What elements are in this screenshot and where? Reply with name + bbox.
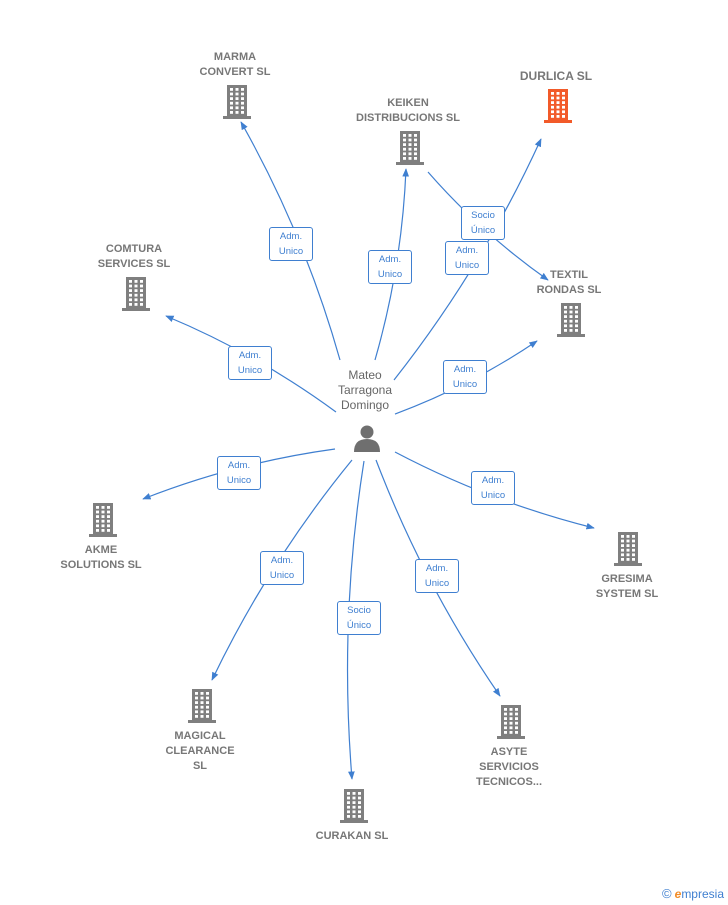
node-label-line: SYSTEM SL — [595, 588, 659, 600]
edge-role-label[interactable]: Adm. Unico — [228, 346, 272, 380]
edge-role-text: Unico — [237, 365, 263, 376]
edge-role-label[interactable]: Adm. Unico — [445, 241, 489, 275]
edge-role-label[interactable]: Adm. Unico — [471, 471, 515, 505]
edge-role-text: Adm. — [378, 254, 402, 265]
node-label-magical[interactable]: MAGICAL CLEARANCE SL — [165, 729, 234, 774]
node-label-keiken[interactable]: KEIKEN DISTRIBUCIONS SL — [356, 96, 460, 126]
node-label-curakan[interactable]: CURAKAN SL — [316, 829, 389, 844]
node-label-line: DISTRIBUCIONS SL — [356, 112, 460, 124]
node-label-line: TECNICOS... — [475, 776, 543, 788]
node-label-line: CURAKAN SL — [315, 830, 389, 842]
brand-name: mpresia — [681, 887, 724, 901]
node-label-gresima[interactable]: GRESIMA SYSTEM SL — [596, 572, 658, 602]
edge-role-text: Único — [346, 620, 372, 631]
node-label-line: AKME — [84, 544, 118, 556]
edge-role-text: Adm. — [455, 245, 479, 256]
building-icon-keiken[interactable] — [396, 131, 424, 165]
node-label-line: CLEARANCE — [165, 745, 235, 757]
center-name-line: Tarragona — [337, 383, 393, 397]
building-icon-textil[interactable] — [557, 303, 585, 337]
edge-role-text: Adm. — [453, 364, 477, 375]
node-label-line: KEIKEN — [387, 97, 429, 109]
node-label-durlica[interactable]: DURLICA SL — [520, 69, 592, 84]
building-icon-akme[interactable] — [89, 503, 117, 537]
edge-role-text: Unico — [454, 260, 480, 271]
node-label-line: SERVICIOS — [479, 761, 539, 773]
edge-role-text: Único — [470, 225, 496, 236]
center-name-line: Domingo — [340, 398, 390, 412]
building-icon-asyte[interactable] — [497, 705, 525, 739]
edge-role-label[interactable]: Adm. Unico — [260, 551, 304, 585]
edge-role-text: Adm. — [238, 350, 262, 361]
building-icon-durlica[interactable] — [544, 89, 572, 123]
node-label-marma[interactable]: MARMA CONVERT SL — [200, 50, 271, 80]
edge-role-text: Socio — [471, 210, 495, 221]
edge-role-text: Unico — [278, 246, 304, 257]
node-label-line: MARMA — [213, 51, 257, 63]
copyright-symbol: © — [662, 886, 672, 901]
center-name-line: Mateo — [348, 368, 382, 382]
edge-role-label[interactable]: Adm. Unico — [269, 227, 313, 261]
node-label-comtura[interactable]: COMTURA SERVICES SL — [98, 242, 171, 272]
building-icon-comtura[interactable] — [122, 277, 150, 311]
building-icon-gresima[interactable] — [614, 532, 642, 566]
edge-role-label[interactable]: Adm. Unico — [443, 360, 487, 394]
node-label-line: CONVERT SL — [199, 66, 271, 78]
person-icon[interactable] — [354, 425, 380, 453]
edge-role-label[interactable]: Adm. Unico — [217, 456, 261, 490]
node-label-line: ASYTE — [490, 746, 528, 758]
building-icon-magical[interactable] — [188, 689, 216, 723]
edge-role-text: Adm. — [481, 475, 505, 486]
building-icon-marma[interactable] — [223, 85, 251, 119]
node-label-line: DURLICA SL — [519, 69, 593, 83]
brand-initial: e — [674, 887, 682, 901]
node-label-line: SOLUTIONS SL — [60, 559, 142, 571]
node-label-line: SL — [192, 760, 208, 772]
edge-role-text: Adm. — [270, 555, 294, 566]
edge-role-text: Unico — [452, 379, 478, 390]
edge-role-text: Unico — [377, 269, 403, 280]
edge-role-label[interactable]: Adm. Unico — [368, 250, 412, 284]
edge-role-text: Unico — [480, 490, 506, 501]
node-label-line: MAGICAL — [174, 730, 226, 742]
edge-role-text: Adm. — [227, 460, 251, 471]
node-label-line: TEXTIL — [550, 269, 588, 281]
node-label-asyte[interactable]: ASYTE SERVICIOS TECNICOS... — [476, 745, 542, 790]
edge-role-text: Unico — [269, 570, 295, 581]
node-label-line: RONDAS SL — [536, 284, 602, 296]
brand-logo[interactable]: ©empresia — [662, 886, 724, 901]
edge-role-text: Unico — [424, 578, 450, 589]
edge-role-text: Adm. — [279, 231, 303, 242]
edge-role-text: Socio — [347, 605, 371, 616]
node-label-line: SERVICES SL — [97, 258, 171, 270]
icons-layer — [89, 85, 642, 823]
node-label-akme[interactable]: AKME SOLUTIONS SL — [60, 543, 141, 573]
building-icon-curakan[interactable] — [340, 789, 368, 823]
edge-role-text: Adm. — [425, 563, 449, 574]
edge-role-label[interactable]: Adm. Unico — [415, 559, 459, 593]
node-label-textil[interactable]: TEXTIL RONDAS SL — [537, 268, 602, 298]
node-label-line: COMTURA — [105, 243, 163, 255]
node-label-line: GRESIMA — [601, 573, 653, 585]
edge-role-text: Unico — [226, 475, 252, 486]
